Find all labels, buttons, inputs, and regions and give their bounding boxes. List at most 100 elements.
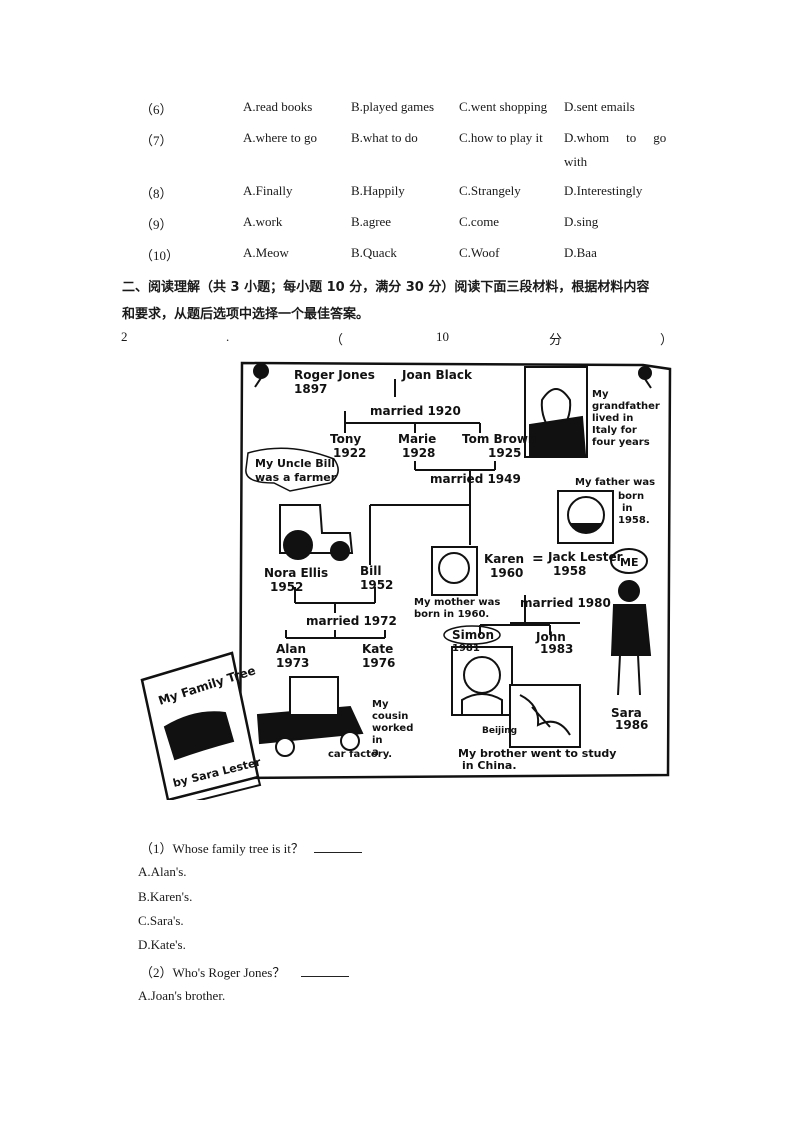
option-number: （6） xyxy=(140,102,173,117)
option-c: C.Woof xyxy=(459,245,500,260)
question-1: （1）Whose family tree is it？ xyxy=(140,838,362,857)
note-mother-2: born in 1960. xyxy=(414,609,489,620)
note-grandfather-2: grandfather xyxy=(592,401,660,412)
label-tom-brown: Tom Brown xyxy=(462,432,536,446)
label-simon: Simon xyxy=(452,628,494,642)
question-1-label: （1）Whose family tree is it？ xyxy=(140,841,304,856)
option-row-8: （8） A.Finally B.Happily C.Strangely D.In… xyxy=(0,183,794,207)
question-1-option-d: D.Kate's. xyxy=(138,937,186,952)
label-simon-year: 1981 xyxy=(452,643,480,654)
label-tony: Tony xyxy=(330,432,361,446)
option-b: B.what to do xyxy=(351,130,418,145)
note-father-1: My father was xyxy=(575,477,655,488)
label-beijing: Beijing xyxy=(482,726,517,736)
score-unit: 分 xyxy=(549,332,563,347)
label-me: ME xyxy=(620,556,638,569)
note-grandfather-3: lived in xyxy=(592,413,633,424)
label-marie-year: 1928 xyxy=(402,446,435,460)
answer-blank xyxy=(313,842,362,853)
option-b: B.played games xyxy=(351,99,435,114)
question-number: 2 xyxy=(121,329,128,344)
option-d-continuation: with xyxy=(564,154,588,169)
note-cousin-4: in xyxy=(372,735,383,746)
option-number: （8） xyxy=(140,186,173,201)
note-cousin-1: My xyxy=(372,699,389,710)
note-grandfather-4: Italy for xyxy=(592,425,637,436)
option-row-7: （7） A.where to go B.what to do C.how to … xyxy=(0,130,794,154)
option-c: C.went shopping xyxy=(459,99,548,114)
note-mother-1: My mother was xyxy=(414,597,500,608)
option-row-9: （9） A.work B.agree C.come D.sing xyxy=(0,214,794,238)
label-nora-year: 1952 xyxy=(270,580,303,594)
section-heading-line1: 二、阅读理解（共 3 小题；每小题 10 分，满分 30 分）阅读下面三段材料，… xyxy=(122,280,650,295)
label-tom-year: 1925 xyxy=(488,446,521,460)
option-c: C.how to play it xyxy=(459,130,543,145)
label-jack-lester: Jack Lester xyxy=(547,550,623,564)
option-a: A.where to go xyxy=(243,130,318,145)
option-d: D.Interestingly xyxy=(564,183,643,198)
label-married-1980: married 1980 xyxy=(520,596,611,610)
label-sara: Sara xyxy=(611,706,642,720)
label-nora-ellis: Nora Ellis xyxy=(264,566,328,580)
option-d: D.Baa xyxy=(564,245,597,260)
note-uncle-1: My Uncle Bill xyxy=(255,457,335,470)
option-row-10: （10） A.Meow B.Quack C.Woof D.Baa xyxy=(0,245,794,269)
label-john: John xyxy=(535,630,566,644)
answer-blank xyxy=(301,966,350,977)
option-a: A.Meow xyxy=(243,245,289,260)
note-brother-2: in China. xyxy=(462,759,517,772)
option-number: （7） xyxy=(140,133,173,148)
label-kate-year: 1976 xyxy=(362,656,395,670)
note-grandfather-1: My xyxy=(592,389,609,400)
family-tree-illustration: Roger Jones 1897 Joan Black married 1920… xyxy=(140,361,672,800)
note-cousin-5: a xyxy=(372,747,379,758)
option-number: （9） xyxy=(140,217,173,232)
label-bill: Bill xyxy=(360,564,382,578)
label-roger-jones: Roger Jones xyxy=(294,368,375,382)
option-c: C.come xyxy=(459,214,500,229)
label-john-year: 1983 xyxy=(540,642,573,656)
label-karen: Karen xyxy=(484,552,524,566)
label-married-1920: married 1920 xyxy=(370,404,461,418)
option-a: A.work xyxy=(243,214,283,229)
label-marie: Marie xyxy=(398,432,436,446)
question-2-label: （2）Who's Roger Jones？ xyxy=(140,965,286,980)
option-d: D.sing xyxy=(564,214,599,229)
label-sara-year: 1986 xyxy=(615,718,648,732)
label-joan-black: Joan Black xyxy=(401,368,473,382)
note-grandfather-5: four years xyxy=(592,437,650,448)
note-cousin-3: worked xyxy=(372,723,413,734)
close-paren: ） xyxy=(660,332,674,347)
label-kate: Kate xyxy=(362,642,393,656)
note-father-2: born xyxy=(618,491,644,502)
option-d: D.whom to go xyxy=(564,130,667,145)
note-father-3: in xyxy=(622,503,633,514)
question-1-option-a: A.Alan's. xyxy=(138,864,187,879)
note-uncle-2: was a farmer xyxy=(255,471,337,484)
option-b: B.Happily xyxy=(351,183,405,198)
label-roger-year: 1897 xyxy=(294,382,327,396)
label-karen-year: 1960 xyxy=(490,566,523,580)
question-2: （2）Who's Roger Jones？ xyxy=(140,962,350,981)
option-row-6: （6） A.read books B.played games C.went s… xyxy=(0,99,794,123)
question-dot: . xyxy=(226,329,230,344)
section-heading-line2: 和要求，从题后选项中选择一个最佳答案。 xyxy=(122,307,370,322)
label-tony-year: 1922 xyxy=(333,446,366,460)
question-1-option-c: C.Sara's. xyxy=(138,913,184,928)
option-d: D.sent emails xyxy=(564,99,635,114)
question-1-option-b: B.Karen's. xyxy=(138,889,193,904)
label-jack-year: 1958 xyxy=(553,564,586,578)
label-married-1949: married 1949 xyxy=(430,472,521,486)
option-a: A.read books xyxy=(243,99,313,114)
equals-sign: = xyxy=(532,551,544,567)
note-father-4: 1958. xyxy=(618,515,650,526)
label-bill-year: 1952 xyxy=(360,578,393,592)
option-b: B.agree xyxy=(351,214,392,229)
open-paren: （ xyxy=(330,332,344,347)
note-brother-1: My brother went to study xyxy=(458,747,616,760)
option-b: B.Quack xyxy=(351,245,397,260)
label-alan: Alan xyxy=(276,642,306,656)
label-alan-year: 1973 xyxy=(276,656,309,670)
note-cousin-2: cousin xyxy=(372,711,408,722)
